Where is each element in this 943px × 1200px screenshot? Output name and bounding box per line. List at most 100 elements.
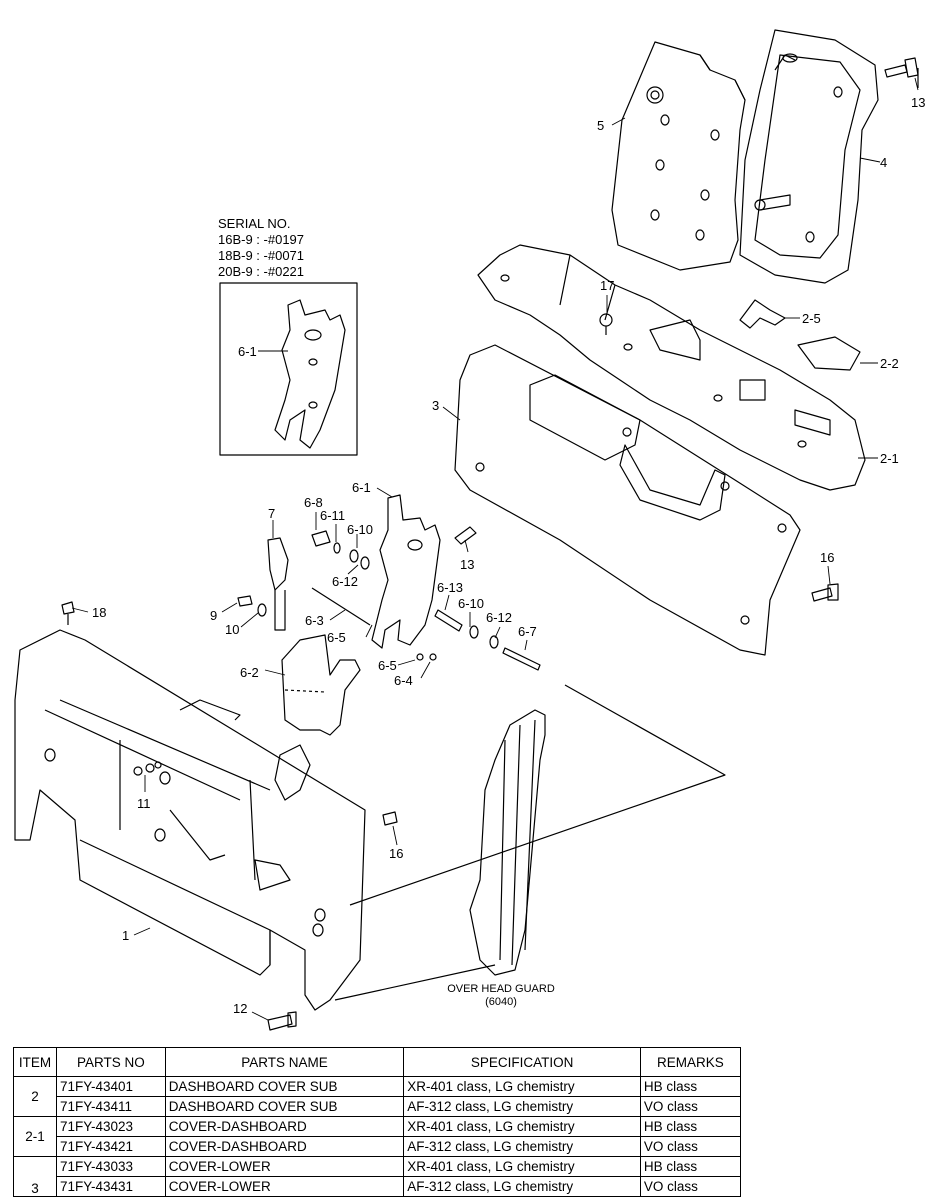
serial-number-note: SERIAL NO. 16B-9 : -#0197 18B-9 : -#0071… [218, 216, 304, 280]
part-17-pin [599, 313, 613, 335]
callout-3: 3 [432, 398, 439, 413]
callout-16-right: 16 [820, 550, 834, 565]
cell-specification: XR-401 class, LG chemistry [403, 1116, 641, 1137]
callout-6-5-a: 6-5 [327, 630, 346, 645]
serial-line: 20B-9 : -#0221 [218, 264, 305, 279]
cell-parts-no: 71FY-43023 [56, 1116, 166, 1137]
callout-6-11: 6-11 [320, 508, 345, 523]
callout-9: 9 [210, 608, 217, 623]
part-11-nut [133, 761, 162, 776]
callout-6-1: 6-1 [352, 480, 371, 495]
part-16-bolt-bottom [382, 811, 398, 826]
header-specification: SPECIFICATION [403, 1047, 641, 1077]
callout-18: 18 [92, 605, 106, 620]
part-18-bolt [61, 601, 75, 625]
cell-parts-name: COVER-LOWER [164, 1176, 405, 1197]
over-head-guard-name: OVER HEAD GUARD [447, 983, 555, 995]
part-13-bolt-middle [454, 526, 477, 545]
serial-line: 16B-9 : -#0197 [218, 232, 305, 247]
part-6-10-washer-b [469, 625, 479, 639]
table-row: 71FY-43411 DASHBOARD COVER SUB AF-312 cl… [14, 1096, 742, 1117]
part-2-1-dashboard-cover [477, 244, 866, 491]
part-6-4-nut [429, 653, 437, 661]
serial-title: SERIAL NO. [218, 216, 291, 231]
table-row: 3 71FY-43033 COVER-LOWER XR-401 class, L… [13, 1156, 742, 1197]
callout-6-8: 6-8 [304, 495, 323, 510]
callout-11: 11 [137, 796, 151, 811]
callout-2-5: 2-5 [802, 311, 821, 326]
parts-table: ITEM PARTS NO PARTS NAME SPECIFICATION R… [13, 1047, 742, 1197]
cell-parts-name: COVER-DASHBOARD [164, 1116, 405, 1137]
table-row: 71FY-43421 COVER-DASHBOARD AF-312 class,… [14, 1136, 742, 1157]
part-6-11-washer [333, 542, 341, 554]
part-4-housing [739, 29, 879, 284]
cell-remarks: HB class [639, 1076, 742, 1097]
cell-item: 3 [13, 1156, 57, 1197]
leader-lines [71, 77, 919, 1021]
cell-parts-no: 71FY-43401 [56, 1076, 166, 1097]
cell-remarks: VO class [639, 1136, 742, 1157]
part-12-bolt [267, 1011, 297, 1031]
callout-1: 1 [122, 928, 129, 943]
part-2-2-plate [797, 336, 861, 371]
cell-specification: AF-312 class, LG chemistry [403, 1136, 641, 1157]
connection-line [334, 964, 496, 1001]
callout-6-1-inset: 6-1 [238, 344, 257, 359]
part-6-13-pin [434, 609, 463, 632]
cell-specification: AF-312 class, LG chemistry [403, 1176, 641, 1197]
cell-parts-name: COVER-LOWER [164, 1156, 405, 1177]
table-row: 71FY-43431 COVER-LOWER AF-312 class, LG … [14, 1176, 742, 1197]
callout-6-2: 6-2 [240, 665, 259, 680]
serial-inset-box [219, 282, 358, 456]
over-head-guard-post [469, 709, 546, 976]
callout-6-3: 6-3 [305, 613, 324, 628]
callout-5: 5 [597, 118, 604, 133]
callout-17: 17 [600, 278, 614, 293]
over-head-guard-label: OVER HEAD GUARD (6040) [436, 983, 566, 1009]
callout-13-middle: 13 [460, 557, 474, 572]
part-7-lever [267, 537, 289, 631]
cell-specification: AF-312 class, LG chemistry [403, 1096, 641, 1117]
cell-remarks: HB class [639, 1156, 742, 1177]
exploded-parts-diagram: 5 4 13 17 2-5 2-2 3 2-1 6-1 6-1 6-8 6-11… [14, 29, 925, 1031]
callout-12: 12 [233, 1001, 247, 1016]
header-item: ITEM [13, 1047, 57, 1077]
cell-item: 2 [13, 1076, 57, 1117]
callout-4: 4 [880, 155, 887, 170]
callout-6-4: 6-4 [394, 673, 413, 688]
table-row: 2-1 71FY-43023 COVER-DASHBOARD XR-401 cl… [13, 1116, 742, 1157]
callout-6-13: 6-13 [437, 580, 463, 595]
part-6-12-washer-b [489, 635, 499, 649]
part-16-bolt-right [811, 583, 839, 602]
callout-13-top: 13 [911, 95, 925, 110]
part-6-12-washer-a [360, 556, 370, 570]
serial-line: 18B-9 : -#0071 [218, 248, 305, 263]
cell-parts-no: 71FY-43421 [56, 1136, 166, 1157]
cell-remarks: HB class [639, 1116, 742, 1137]
callout-6-12-b: 6-12 [486, 610, 512, 625]
part-6-3-rod [311, 587, 371, 626]
part-10-washer [257, 603, 267, 617]
cell-parts-no: 71FY-43431 [56, 1176, 166, 1197]
part-6-5-nut [416, 653, 424, 661]
cell-remarks: VO class [639, 1176, 742, 1197]
part-6-10-washer-a [349, 549, 359, 563]
part-1-main-panel [14, 629, 366, 1011]
callout-10: 10 [225, 622, 239, 637]
part-2-5-clip [739, 299, 786, 329]
callout-6-10-a: 6-10 [347, 522, 373, 537]
cell-parts-no: 71FY-43411 [56, 1096, 166, 1117]
table-header-row: ITEM PARTS NO PARTS NAME SPECIFICATION R… [13, 1047, 742, 1077]
callout-7: 7 [268, 506, 275, 521]
table-row: 2 71FY-43401 DASHBOARD COVER SUB XR-401 … [13, 1076, 742, 1117]
cell-specification: XR-401 class, LG chemistry [403, 1156, 641, 1177]
header-parts-name: PARTS NAME [164, 1047, 405, 1077]
callout-6-7: 6-7 [518, 624, 537, 639]
part-6-1-bracket [371, 494, 441, 649]
cell-item: 2-1 [13, 1116, 57, 1157]
cell-parts-name: DASHBOARD COVER SUB [164, 1096, 405, 1117]
part-6-8-sleeve [311, 530, 331, 547]
cell-parts-name: DASHBOARD COVER SUB [164, 1076, 405, 1097]
callout-16-bottom: 16 [389, 846, 403, 861]
callout-2-2: 2-2 [880, 356, 899, 371]
